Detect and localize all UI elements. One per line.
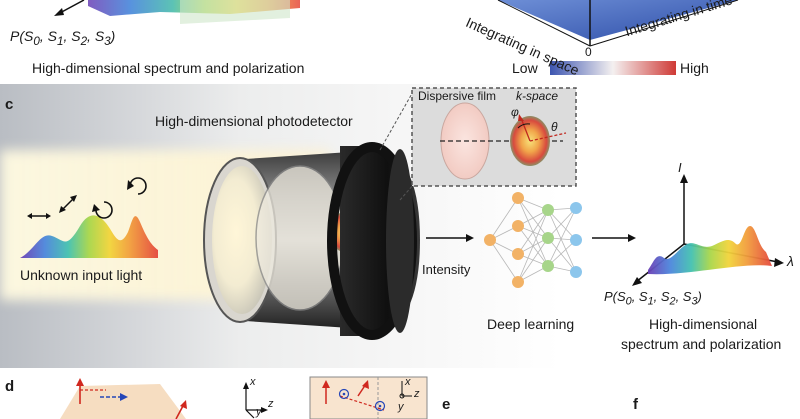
circular-cw-icon [95,201,113,219]
top-plane [180,0,290,24]
output-axis-lambda-label: λ [787,253,794,269]
output-caption-line-1: High-dimensional [649,316,758,332]
nn-hidden1-node-1 [512,192,524,204]
inset-callout-top [379,89,415,151]
nn-hidden1-node-4 [512,276,524,288]
arrow-to-network-head [466,234,474,242]
linear-h-head-r [46,213,51,219]
output-formula: P(S0, S1, S2, S3) [604,289,702,308]
panel-d-inset-red-dash [339,395,385,411]
arrow-to-output-head [628,234,636,242]
axes-1-x: x [250,376,256,388]
nn-hidden1-node-3 [512,248,524,260]
output-caption-line-2: spectrum and polarization [621,336,782,352]
nn-output-node-3 [570,266,582,278]
panel-d-red-head-2 [180,400,187,409]
panel-d-inset-red-head-1 [322,380,330,388]
circular-ccw-head [127,180,134,190]
linear-d-head-a [59,206,66,213]
top-cube-edge-3 [497,0,591,47]
nn-hidden1-node-2 [512,220,524,232]
neural-network [484,192,582,288]
panel-e-letter: e [442,396,451,413]
top-cube-face [498,0,738,40]
panel-d-blue-head [120,393,128,401]
output-axis-lambda-head [774,258,784,267]
inset-callout-bottom [399,183,415,201]
top-cube-edge-2 [589,0,739,47]
panel-d-shape [60,384,186,419]
input-spectrum [20,215,158,258]
panel-d-red-head-1 [76,378,84,386]
k-vector [520,117,531,142]
inset-label-film: Dispersive film [418,89,497,103]
top-caption: High-dimensional spectrum and polarizati… [32,60,305,76]
inset-theta: θ [551,120,558,134]
theta-ray [529,132,567,142]
output-plot [632,174,784,286]
axes-2-z: z [414,388,420,400]
panel-d-inset [309,376,428,419]
nn-hidden2-node-3 [542,260,554,272]
axes-icon-1 [243,382,268,419]
phi-arc [517,123,531,129]
linear-d-arrow [61,197,75,211]
scale-high-label: High [680,60,709,76]
output-spectrum [648,226,772,275]
intensity-label: Intensity [422,262,471,277]
axis-origin: 0 [585,45,592,59]
scale-bar [550,61,676,75]
scale-low-label: Low [512,60,538,76]
circular-cw-head [92,204,100,212]
axes-2-x: x [405,376,411,388]
output-axis-i-head [680,174,688,183]
panel-d-inset-dot-1 [338,388,350,400]
nn-edges [489,197,577,283]
nn-hidden2-node-1 [542,204,554,216]
axes-1-z: z [268,398,274,410]
panel-d-inset-dot-2-center [378,404,382,408]
photodetector [203,89,420,340]
top-strip [54,0,739,75]
detector-rear-highlight [386,149,414,333]
panel-d-inset-dot-2 [374,400,386,412]
deep-learning-label: Deep learning [487,316,575,332]
k-vector-head [518,114,524,121]
panel-d-graphics [60,378,187,419]
top-formula: P(S0, S1, S2, S3) [10,28,116,48]
top-axis-arrowhead [54,8,64,16]
output-axis-i-label: I [678,160,682,175]
panel-d-inset-red-head-2 [362,380,369,389]
panel-d-letter: d [5,378,15,395]
panel-d-inset-axis-y [399,393,405,399]
nn-input-node [484,234,496,246]
circular-ccw-icon [129,177,147,195]
axes-1-y: y [256,406,262,418]
panel-f-letter: f [633,396,638,413]
axes-2-y: y [398,401,404,413]
panel-d-inset-box [309,376,428,419]
panel-d-inset-dot-1-center [342,392,346,396]
nn-hidden2-node-2 [542,232,554,244]
output-axis-depth-head [632,277,642,286]
detector-front-glass [212,166,272,314]
nn-output-node-1 [570,202,582,214]
inset-phi: φ [511,105,519,119]
inset-label-k-space: k-space [516,89,559,103]
polarization-icons [27,177,147,219]
inset-k-space [411,87,577,187]
panel-c-letter: c [5,96,14,113]
input-light-label: Unknown input light [20,267,143,283]
linear-h-head-l [27,213,32,219]
linear-d-head-b [70,195,77,202]
nn-output-node-2 [570,234,582,246]
panel-c-title: High-dimensional photodetector [155,113,353,129]
